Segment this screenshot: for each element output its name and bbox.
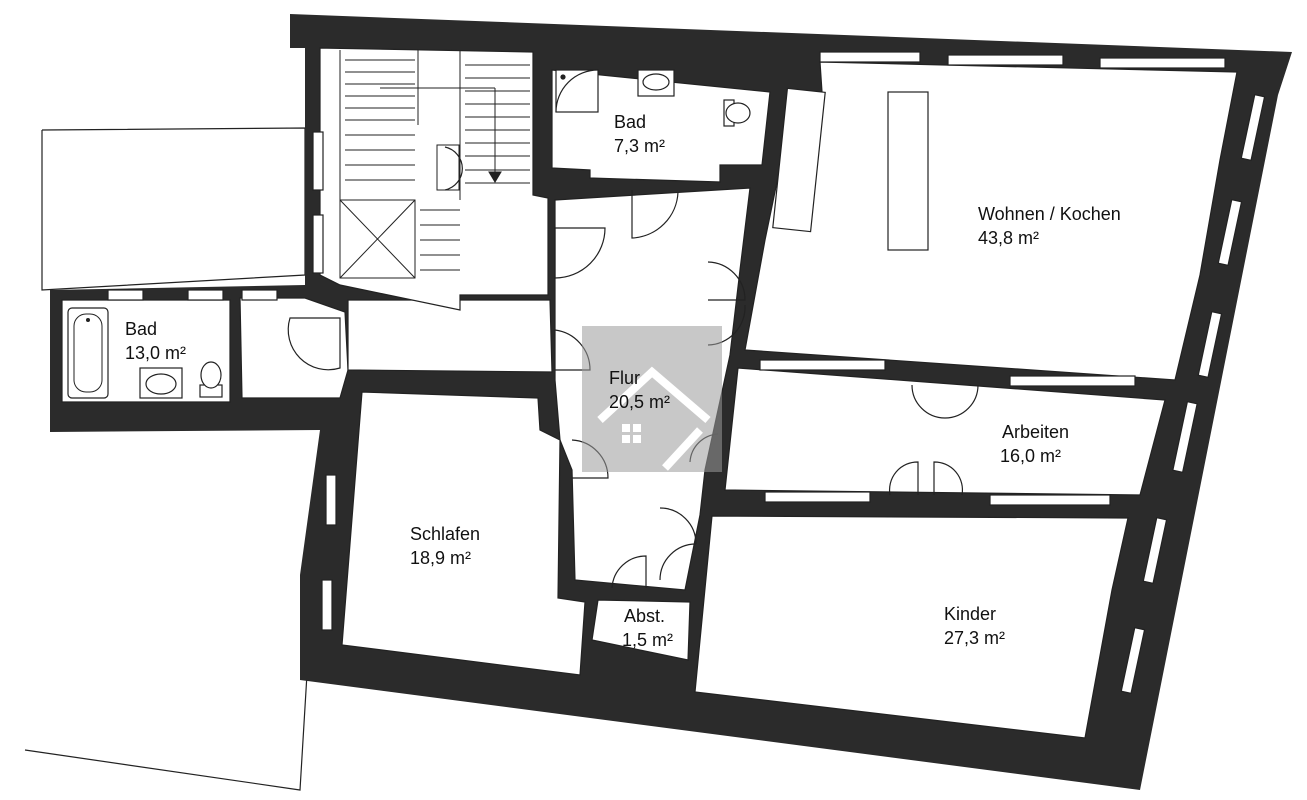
room-corridor-link <box>347 299 553 373</box>
door-swing-icon <box>287 146 979 589</box>
room-area-schlafen: 18,9 m² <box>410 548 471 568</box>
room-name-abst: Abst. <box>624 606 665 626</box>
room-area-arbeiten: 16,0 m² <box>1000 446 1061 466</box>
room-name-wohnen: Wohnen / Kochen <box>978 204 1121 224</box>
room-name-arbeiten: Arbeiten <box>1002 422 1069 442</box>
room-area-flur: 20,5 m² <box>609 392 670 412</box>
staircase-icon <box>339 50 530 279</box>
toilet-icon <box>199 99 751 398</box>
house-watermark-icon <box>582 326 722 472</box>
room-name-flur: Flur <box>609 368 640 388</box>
room-area-abst: 1,5 m² <box>622 630 673 650</box>
sink-icon <box>139 69 675 399</box>
room-name-bad-large: Bad <box>125 319 157 339</box>
shower-icon <box>555 69 599 113</box>
window-icon <box>107 51 1266 695</box>
room-labels: Bad 13,0 m² Bad 7,3 m² Wohnen / Kochen 4… <box>125 112 1121 650</box>
room-name-bad-small: Bad <box>614 112 646 132</box>
room-name-schlafen: Schlafen <box>410 524 480 544</box>
room-vestibule <box>239 297 349 399</box>
neighbour-outline <box>24 127 323 791</box>
room-arbeiten <box>724 367 1166 496</box>
room-bad-small <box>551 69 771 183</box>
bathtub-icon <box>67 307 109 399</box>
room-stairwell <box>319 47 549 311</box>
room-area-bad-small: 7,3 m² <box>614 136 665 156</box>
room-schlafen <box>341 391 586 676</box>
room-area-kinder: 27,3 m² <box>944 628 1005 648</box>
room-area-bad-large: 13,0 m² <box>125 343 186 363</box>
room-kinder <box>694 515 1129 739</box>
room-abst <box>591 599 691 661</box>
room-name-kinder: Kinder <box>944 604 996 624</box>
room-interiors <box>61 47 1238 739</box>
room-area-wohnen: 43,8 m² <box>978 228 1039 248</box>
